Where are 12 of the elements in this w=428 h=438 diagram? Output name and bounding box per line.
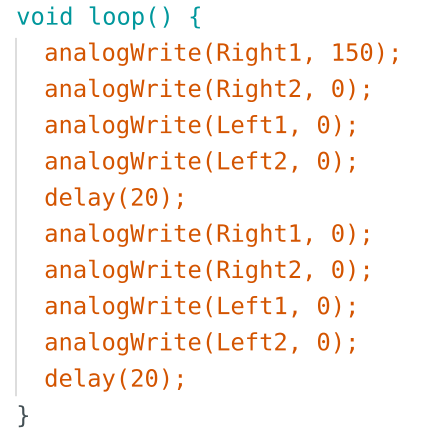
code-line: void loop() { (17, 6, 200, 30)
code-line: } (18, 405, 28, 428)
code-line: analogWrite(Right2, 0); (46, 78, 368, 102)
code-line: analogWrite(Right1, 0); (46, 224, 368, 247)
code-line: delay(20); (46, 187, 182, 211)
code-line: analogWrite(Right2, 0); (46, 260, 368, 284)
code-line: analogWrite(Right1, 150); (46, 42, 397, 66)
code-line: analogWrite(Left2, 0); (46, 151, 354, 174)
code-line: analogWrite(Left1, 0); (46, 296, 354, 320)
code-line: analogWrite(Left1, 0); (46, 114, 354, 138)
code-line: delay(20); (46, 368, 182, 392)
code-line: analogWrite(Left2, 0); (46, 332, 354, 356)
